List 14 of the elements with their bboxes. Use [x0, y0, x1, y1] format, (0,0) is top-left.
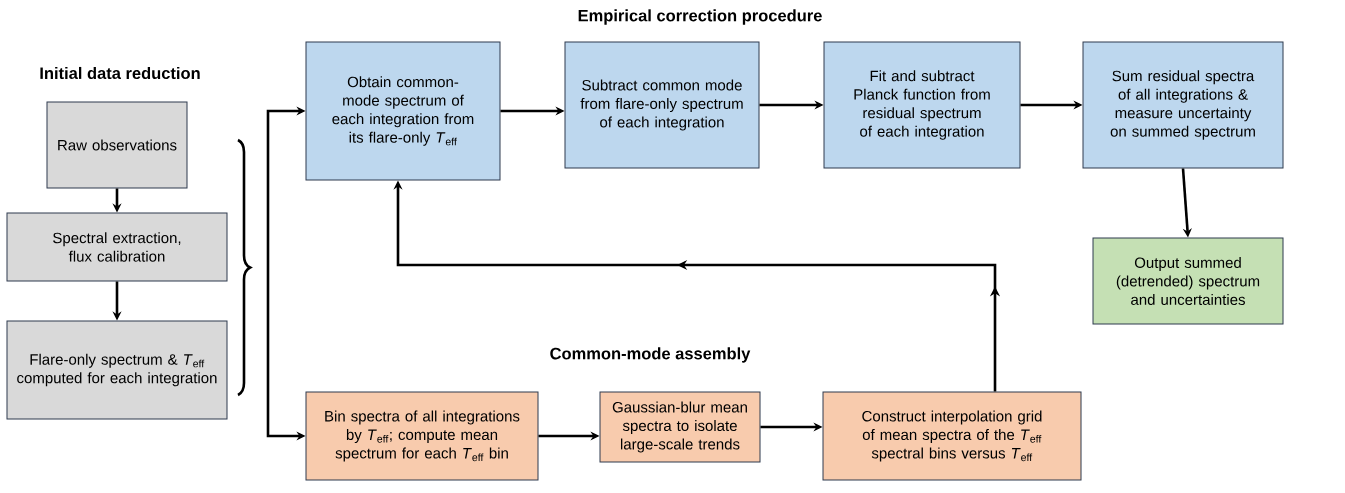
- process-box: Flare-only spectrum & T$_{eff}$ computed for each integration: [6, 320, 228, 420]
- section-title: Common-mode assembly: [550, 347, 751, 363]
- process-box: Gaussian-blur mean spectra to isolate large-scale trends: [599, 391, 761, 463]
- section-title: Empirical correction procedure: [578, 9, 822, 25]
- process-box: Output summed (detrended) spectrum and uncertainties: [1092, 237, 1284, 325]
- process-box: Spectral extraction, flux calibration: [6, 212, 228, 282]
- process-box: Construct interpolation grid of mean spectra of the T$_{eff}$ spectral bins versus T$_{eff}$: [822, 391, 1082, 481]
- process-box: Sum residual spectra of all integrations & measure uncertainty on summed spectrum: [1082, 41, 1284, 169]
- section-title: Initial data reduction: [40, 66, 200, 80]
- process-box: Fit and subtract Planck function from residual spectrum of each integration: [823, 41, 1021, 169]
- process-box: Obtain common-mode spectrum of each integration from its flare-only T$_{eff}$: [305, 41, 501, 181]
- process-box: Raw observations: [46, 101, 188, 189]
- process-box: Bin spectra of all integrations by T$_{eff}$; compute mean spectrum for each T$_{eff}$ bin: [305, 391, 539, 481]
- process-box: Subtract common mode from flare-only spectrum of each integration: [564, 41, 760, 169]
